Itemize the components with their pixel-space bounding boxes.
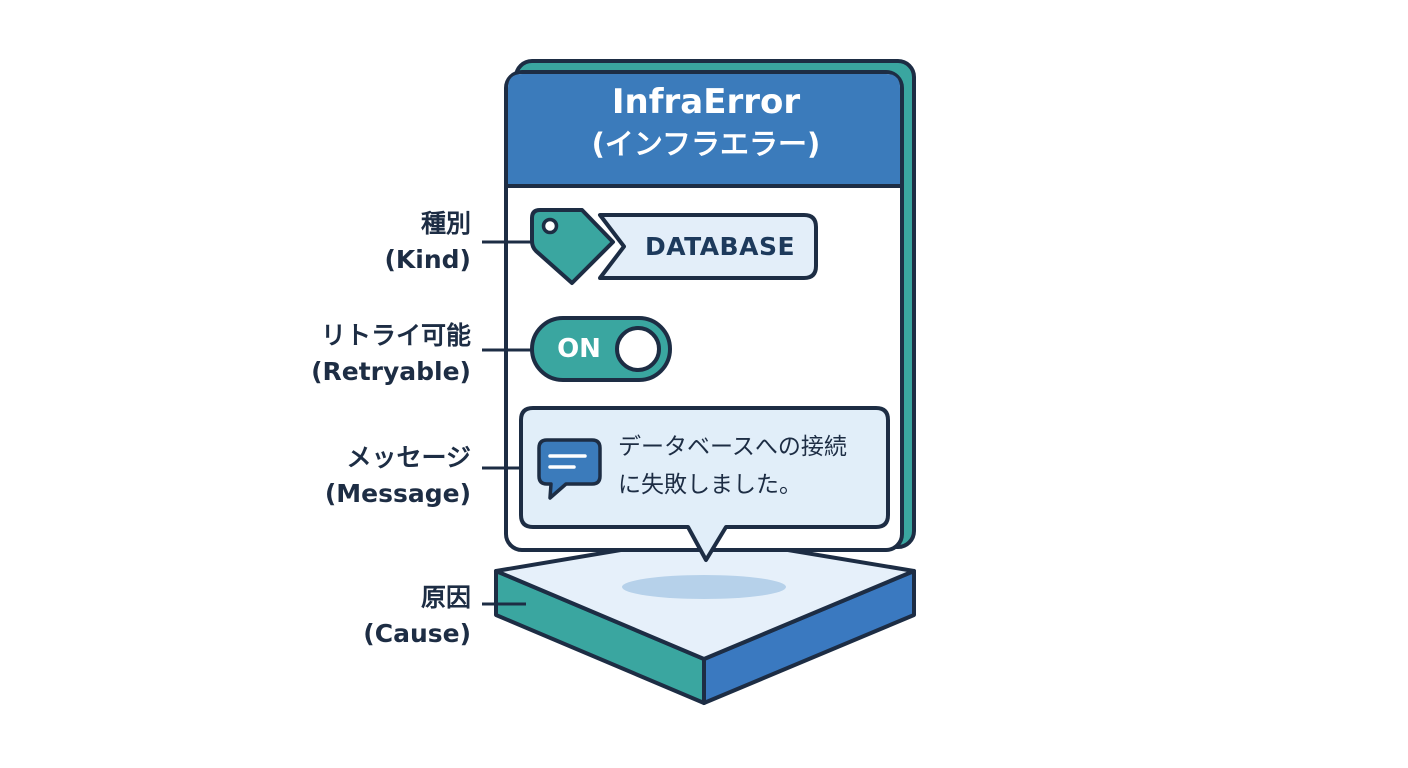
kind-value-box bbox=[598, 213, 818, 280]
cause-label-en: (Cause) bbox=[363, 619, 471, 648]
retryable-toggle[interactable] bbox=[530, 316, 672, 382]
card-subtitle: (インフラエラー) bbox=[591, 127, 821, 161]
kind-value: DATABASE bbox=[644, 232, 796, 261]
card-header: InfraError (インフラエラー) bbox=[510, 80, 902, 164]
message-text: データベースへの接続 に失敗しました。 bbox=[618, 428, 880, 504]
kind-label-ja: 種別 bbox=[420, 209, 471, 238]
kind-label: 種別 (Kind) bbox=[385, 206, 472, 278]
retryable-label-en: (Retryable) bbox=[311, 357, 471, 386]
retryable-toggle-text: ON bbox=[557, 334, 601, 364]
leader-lines bbox=[482, 240, 532, 606]
kind-label-en: (Kind) bbox=[384, 245, 472, 274]
message-label-en: (Message) bbox=[324, 479, 471, 508]
message-label: メッセージ (Message) bbox=[325, 440, 471, 512]
cause-label-ja: 原因 bbox=[420, 583, 471, 612]
cause-label: 原因 (Cause) bbox=[363, 580, 471, 652]
message-line-1: データベースへの接続 bbox=[618, 434, 847, 460]
chat-bubble-icon bbox=[537, 438, 602, 500]
toggle-knob bbox=[615, 326, 661, 372]
message-box bbox=[519, 406, 890, 562]
tag-icon bbox=[530, 208, 615, 285]
retryable-label: リトライ可能 (Retryable) bbox=[311, 318, 471, 390]
card-title: InfraError bbox=[611, 82, 801, 122]
message-line-2: に失敗しました。 bbox=[618, 472, 802, 498]
retryable-label-ja: リトライ可能 bbox=[320, 321, 471, 350]
message-label-ja: メッセージ bbox=[346, 443, 471, 472]
